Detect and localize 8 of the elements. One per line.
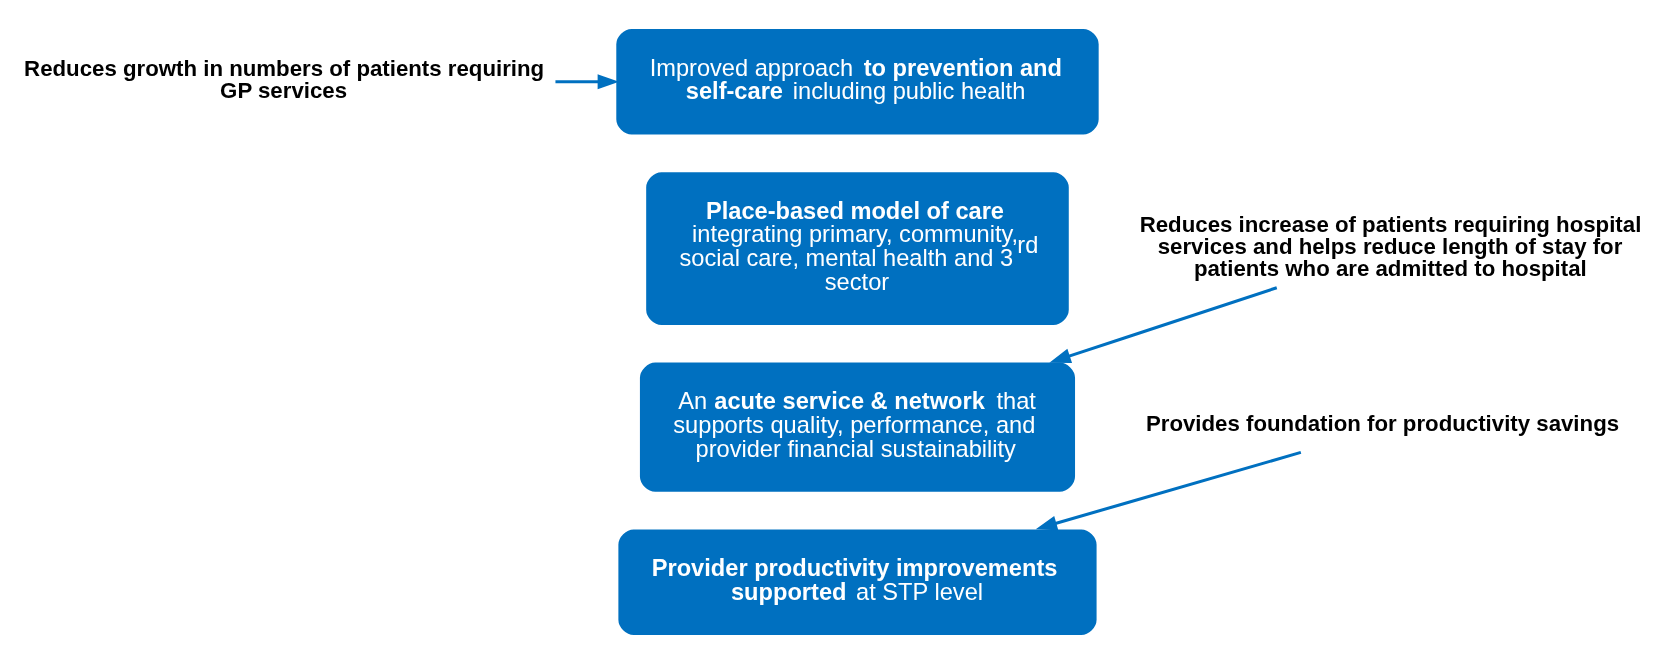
node-text: Provides foundation for productivity savings: [1145, 410, 1620, 436]
arrow: [1049, 285, 1278, 363]
node-text: Reduces increase of patients requiring hospital services and helps reduce length of stay for patients who are admitted to hospital: [1139, 211, 1642, 281]
node-text: Reduces growth in numbers of patients requiring GP services: [24, 55, 545, 103]
arrow: [1035, 450, 1302, 530]
arrow: [555, 73, 620, 89]
node-box: Provider productivity improvements supported at STP level: [615, 526, 1100, 638]
node-box: An acute service & network that supports quality, performance, and provider financial sustainability: [637, 359, 1078, 495]
